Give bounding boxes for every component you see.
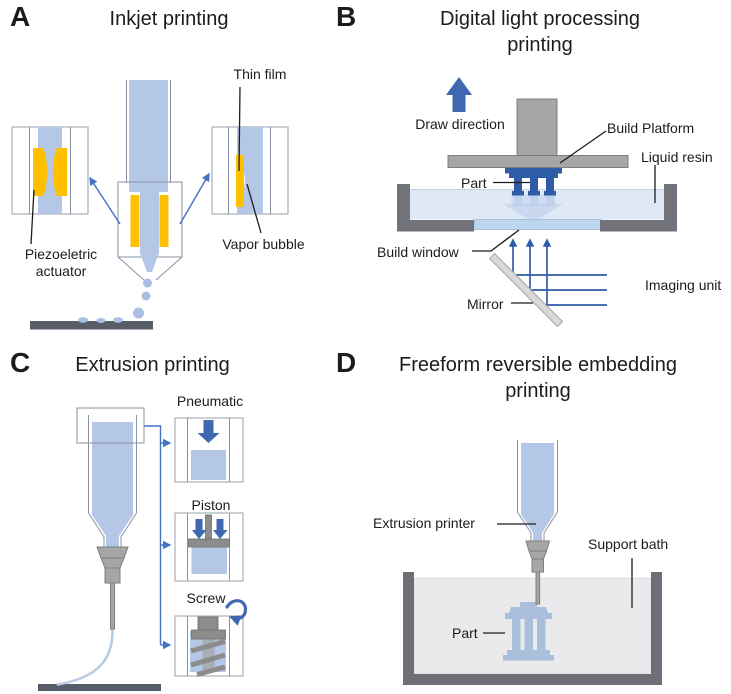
screw-inset bbox=[174, 599, 248, 677]
ink-droplets bbox=[78, 278, 152, 323]
resin-vat bbox=[397, 184, 677, 232]
build-window-pointer bbox=[472, 229, 520, 252]
pneumatic-label: Pneumatic bbox=[176, 393, 244, 409]
piezoelectric-actuator-label: Piezoeletric actuator bbox=[24, 246, 98, 279]
piston-inset bbox=[174, 512, 244, 582]
support-bath-label: Support bath bbox=[588, 536, 669, 552]
syringe-d bbox=[517, 440, 558, 605]
light-beams bbox=[508, 238, 607, 310]
down-arrow-icon bbox=[213, 519, 228, 539]
build-platform-label: Build Platform bbox=[607, 120, 695, 136]
vapor-bubble-pointer bbox=[246, 183, 262, 234]
printed-part-d bbox=[503, 602, 554, 661]
inset-arrow-right bbox=[179, 172, 210, 225]
vapor-bubble-inset bbox=[211, 126, 289, 215]
panel-b-letter: B bbox=[336, 1, 357, 32]
inset-arrow-left bbox=[89, 176, 121, 225]
panel-a-title: Inkjet printing bbox=[109, 8, 229, 30]
piezo-pointer bbox=[30, 189, 35, 245]
liquid-resin-label: Liquid resin bbox=[641, 149, 713, 165]
build-platform-plate bbox=[447, 155, 629, 168]
down-arrow-icon bbox=[197, 420, 220, 443]
imaging-unit-label: Imaging unit bbox=[645, 277, 722, 293]
part-d-label: Part bbox=[452, 625, 478, 641]
panel-c-title: Extrusion printing bbox=[75, 354, 230, 376]
pneumatic-inset bbox=[174, 417, 244, 483]
mirror-label: Mirror bbox=[467, 296, 504, 312]
panel-d-title: Freeform reversible embedding printing bbox=[399, 354, 677, 402]
thin-film-label: Thin film bbox=[233, 66, 287, 82]
substrate-c bbox=[38, 684, 161, 691]
build-head bbox=[516, 98, 558, 157]
thin-film-pointer bbox=[238, 86, 241, 172]
part-b-label: Part bbox=[461, 175, 487, 191]
panel-c-diagram bbox=[38, 407, 248, 691]
panel-d-diagram bbox=[403, 440, 662, 685]
piston-label: Piston bbox=[191, 497, 231, 513]
syringe-c bbox=[88, 415, 137, 630]
up-arrow-icon bbox=[446, 77, 472, 112]
panel-b-diagram bbox=[397, 77, 677, 328]
piezoelectric-inset bbox=[11, 126, 89, 215]
panel-a-letter: A bbox=[10, 1, 31, 32]
mirror-bar bbox=[488, 252, 564, 328]
build-platform-pointer bbox=[559, 130, 607, 164]
extrusion-printer-label: Extrusion printer bbox=[373, 515, 475, 531]
panel-d-letter: D bbox=[336, 347, 357, 378]
panel-a-diagram bbox=[11, 80, 289, 330]
panel-b-title: Digital light processing printing bbox=[439, 8, 641, 56]
build-window-label: Build window bbox=[377, 244, 459, 260]
inset-connector bbox=[144, 425, 172, 650]
screw-label: Screw bbox=[186, 590, 226, 606]
inkjet-printhead bbox=[117, 80, 183, 281]
substrate-a bbox=[30, 321, 153, 330]
build-window bbox=[473, 219, 602, 230]
draw-direction-label: Draw direction bbox=[415, 116, 505, 132]
printed-part-b bbox=[503, 167, 563, 222]
extruded-filament bbox=[56, 627, 114, 686]
rotation-arrow-icon bbox=[225, 599, 248, 626]
down-arrow-icon bbox=[192, 519, 207, 539]
vapor-bubble-label: Vapor bubble bbox=[222, 236, 305, 252]
panel-c-letter: C bbox=[10, 347, 31, 378]
